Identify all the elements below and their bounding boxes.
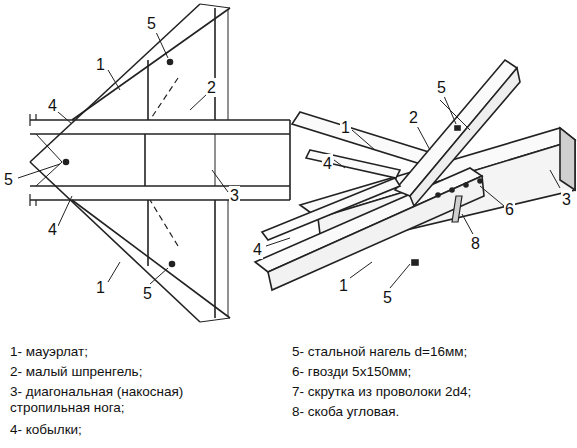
callout-number: 4 [47,220,58,239]
legend-text: 5- стальной нагель d=16мм; [292,344,467,360]
legend-text: 7- скрутка из проволоки 2d4; [292,384,471,400]
callout-number: 6 [504,200,515,219]
legend-text: 1- мауэрлат; [10,344,88,360]
callout-number: 5 [382,288,393,307]
legend-text: 6- гвозди 5х150мм; [292,364,411,380]
callout-number: 4 [252,240,263,259]
callout-number: 1 [95,55,106,74]
legend-text: 4- кобылки; [10,422,82,438]
callout-number: 5 [146,14,157,33]
callout-number: 5 [3,170,14,189]
legend-text: 8- скоба угловая. [292,404,399,420]
callout-number: 3 [229,186,240,205]
callout-number: 3 [561,190,572,209]
callout-number: 1 [340,118,351,137]
callout-number: 1 [338,276,349,295]
callout-number: 5 [142,284,153,303]
callout-number: 4 [322,154,333,173]
legend-text: 3- диагональная (накосная) стропильная н… [10,384,260,416]
callout-number: 1 [95,278,106,297]
callout-number: 4 [47,96,58,115]
legend-text: 2- малый шпренгель; [10,364,142,380]
callout-number: 2 [206,78,217,97]
callout-number: 8 [470,234,481,253]
callout-number: 2 [408,108,419,127]
callout-number: 5 [436,78,447,97]
